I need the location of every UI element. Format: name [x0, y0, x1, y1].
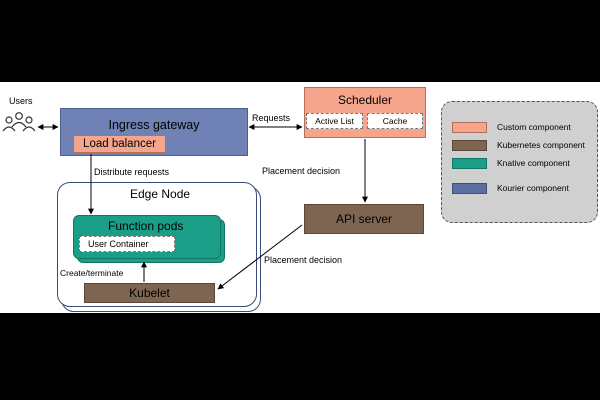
edge-label-requests: Requests — [252, 113, 291, 123]
api-server: API server — [304, 204, 424, 234]
user-container: User Container — [79, 236, 175, 252]
arrows-layer — [37, 124, 368, 290]
load-balancer: Load balancer — [73, 135, 166, 153]
legend-swatch-kubernetes — [452, 140, 487, 151]
legend-label-custom: Custom component — [497, 122, 571, 132]
legend-swatch-knative — [452, 158, 487, 169]
ingress-gateway-label: Ingress gateway — [108, 118, 200, 132]
edge-label-create-terminate: Create/terminate — [60, 268, 124, 278]
edge-label-placement-decision-bottom: Placement decision — [264, 255, 343, 265]
legend-label-kourier: Kourier component — [497, 183, 569, 193]
kubelet-label: Kubelet — [129, 286, 170, 300]
legend-label-kubernetes: Kubernetes component — [497, 140, 585, 150]
legend-label-knative: Knative component — [497, 158, 570, 168]
function-pods-label: Function pods — [108, 219, 184, 233]
cache: Cache — [367, 113, 423, 129]
active-list-label: Active List — [315, 116, 354, 126]
architecture-diagram: Users Ingress gateway Load balancer Sche… — [0, 82, 600, 313]
cache-label: Cache — [382, 116, 408, 126]
edge-node-label: Edge Node — [130, 187, 191, 201]
active-list: Active List — [306, 113, 363, 129]
edge-label-placement-decision-top: Placement decision — [262, 166, 341, 176]
scheduler: Scheduler — [304, 87, 426, 138]
legend-swatch-kourier — [452, 183, 487, 194]
users-icon — [2, 111, 36, 133]
users-label: Users — [9, 96, 33, 106]
user-container-label: User Container — [88, 239, 149, 249]
placement-decision-arrow-bottom — [217, 224, 303, 290]
api-server-label: API server — [335, 212, 392, 226]
scheduler-label: Scheduler — [337, 93, 393, 107]
kubelet: Kubelet — [84, 283, 215, 303]
load-balancer-label: Load balancer — [83, 138, 156, 150]
legend-swatch-custom — [452, 122, 487, 133]
edge-label-distribute-requests: Distribute requests — [94, 167, 170, 177]
